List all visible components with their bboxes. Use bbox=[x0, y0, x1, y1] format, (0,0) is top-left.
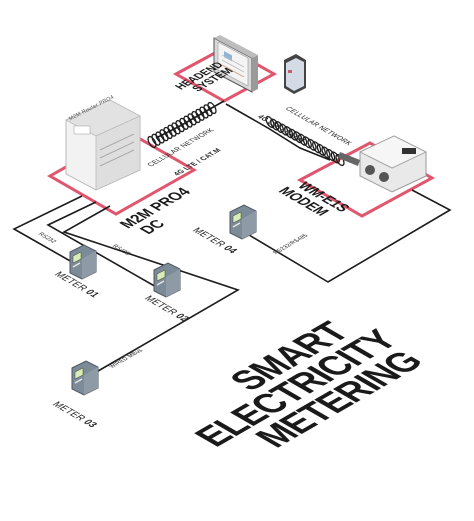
coil-loop bbox=[207, 101, 217, 115]
coil-loop bbox=[147, 135, 157, 149]
headend-computer-icon bbox=[213, 35, 258, 93]
meter-icon bbox=[153, 262, 181, 298]
mobile-device-icon bbox=[284, 54, 306, 94]
link-dc-meter03 bbox=[62, 205, 240, 379]
link-dc-meter02 bbox=[46, 201, 159, 289]
link-headend-modem bbox=[225, 103, 331, 161]
headend-frame bbox=[172, 45, 278, 103]
coil-loop bbox=[151, 133, 161, 146]
coil-loop bbox=[183, 115, 193, 128]
coil-loop bbox=[163, 126, 173, 139]
modem-icon bbox=[338, 135, 427, 193]
coil-loop bbox=[175, 120, 185, 133]
coil-loop bbox=[179, 117, 189, 130]
link-dc-meter01 bbox=[12, 195, 83, 263]
coil-loop bbox=[199, 106, 209, 119]
router-icon bbox=[65, 99, 141, 191]
meter-icon bbox=[69, 244, 97, 280]
meter-icon bbox=[229, 204, 257, 240]
link-modem-meter04 bbox=[243, 189, 452, 283]
coil-loop bbox=[167, 124, 177, 137]
coil-loop bbox=[191, 111, 201, 124]
coil-loop bbox=[203, 104, 213, 117]
coil-loop bbox=[195, 108, 205, 121]
coil-loop bbox=[155, 131, 165, 144]
meter-icon bbox=[71, 360, 99, 396]
coil-loop bbox=[187, 113, 197, 126]
coil-icon bbox=[265, 115, 345, 167]
coil-icon bbox=[147, 101, 217, 149]
coil-loop bbox=[159, 129, 169, 142]
coil-loop bbox=[171, 122, 181, 135]
